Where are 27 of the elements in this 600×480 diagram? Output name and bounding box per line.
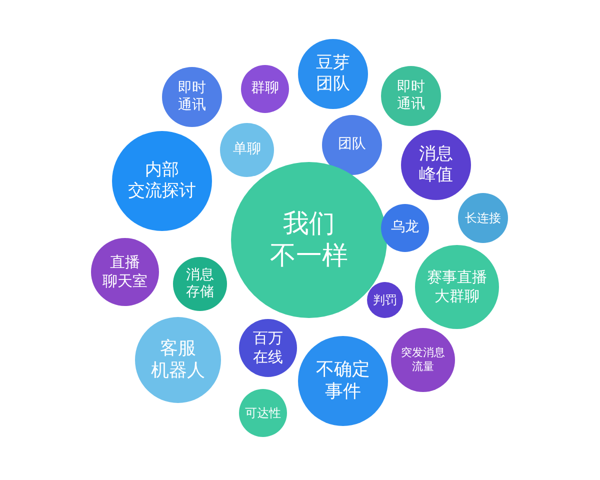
bubble bbox=[173, 257, 227, 311]
bubble-label: 突发消息流量 bbox=[401, 346, 445, 374]
bubble-label: 消息存储 bbox=[186, 266, 214, 302]
bubble-label: 我们不一样 bbox=[270, 208, 348, 272]
bubble-label: 团队 bbox=[338, 136, 366, 154]
bubble bbox=[367, 282, 403, 318]
bubble-label: 内部交流探讨 bbox=[128, 160, 196, 202]
bubble bbox=[239, 389, 287, 437]
bubble-label: 长连接 bbox=[465, 210, 501, 226]
bubble-label: 可达性 bbox=[245, 406, 281, 420]
bubble-label: 赛事直播大群聊 bbox=[427, 268, 487, 306]
bubble bbox=[241, 65, 289, 113]
bubble bbox=[458, 193, 508, 243]
bubble-label: 即时通讯 bbox=[397, 78, 425, 114]
bubble-label: 单聊 bbox=[233, 141, 261, 159]
bubble bbox=[381, 204, 429, 252]
bubble-label: 百万在线 bbox=[253, 329, 283, 367]
bubble-label: 直播聊天室 bbox=[102, 253, 148, 291]
bubble-label: 乌龙 bbox=[391, 219, 419, 237]
bubble-label: 不确定事件 bbox=[316, 358, 370, 404]
bubble-label: 判罚 bbox=[373, 292, 397, 308]
bubble-label: 消息峰值 bbox=[419, 144, 453, 186]
bubble bbox=[220, 123, 274, 177]
bubble-label: 即时通讯 bbox=[178, 80, 206, 114]
bubble-label: 客服机器人 bbox=[151, 338, 205, 382]
bubble-label: 群聊 bbox=[251, 80, 279, 98]
bubble-label: 豆芽团队 bbox=[316, 52, 350, 96]
